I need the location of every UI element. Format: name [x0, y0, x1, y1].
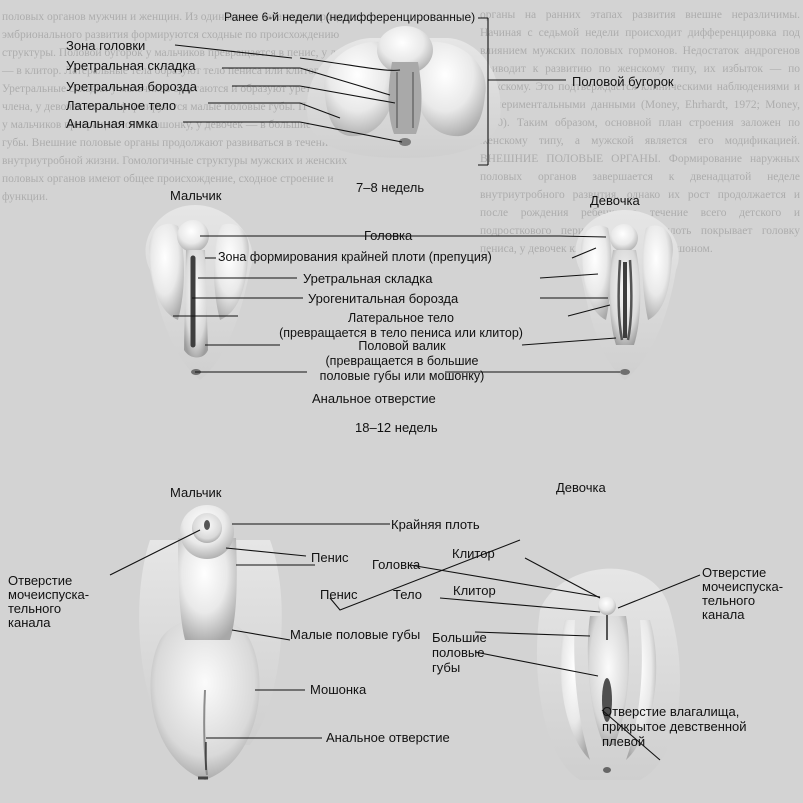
label-clitoris-1: Клитор [452, 546, 495, 561]
stage2-boy-illustration [146, 205, 253, 380]
label-vaginal-opening-line-1: Отверстие влагалища, [602, 704, 747, 719]
label-lateral-body-2-line-1: Латеральное тело [238, 311, 564, 326]
label-urethral-opening-male-line-2: мочеиспуска- [8, 588, 89, 602]
stage2-girl-illustration [576, 210, 679, 380]
label-anus-2: Анальное отверстие [312, 391, 436, 406]
stage3-title: 18–12 недель [355, 420, 438, 435]
label-urethral-opening-male-line-4: канала [8, 616, 89, 630]
label-urethral-fold-1: Уретральная складка [66, 58, 195, 73]
label-urethral-fold-2: Уретральная складка [303, 271, 432, 286]
label-body-3: Тело [393, 587, 422, 602]
label-genital-ridge: Половой валик (превращается в большие по… [280, 339, 524, 384]
label-urethral-opening-female-line-3: тельного [702, 594, 783, 608]
label-vaginal-opening-line-2: прикрытое девственной [602, 719, 747, 734]
label-girl: Девочка [590, 193, 640, 208]
label-glans-zone: Зона головки [66, 38, 145, 53]
label-labia-minora: Малые половые губы [290, 627, 420, 642]
label-vaginal-opening-line-3: плевой [602, 734, 747, 749]
label-genital-tubercle: Половой бугорок [572, 74, 674, 89]
label-urethral-opening-male: Отверстие мочеиспуска- тельного канала [8, 574, 89, 630]
label-urethral-opening-female-line-4: канала [702, 608, 783, 622]
label-labia-majora-line-3: губы [432, 660, 487, 675]
label-labia-majora-line-1: Большие [432, 630, 487, 645]
stage3-boy-illustration [139, 505, 282, 780]
label-glans-3: Головка [372, 557, 420, 572]
label-labia-majora-line-2: половые [432, 645, 487, 660]
label-genital-ridge-line-3: половые губы или мошонку) [280, 369, 524, 384]
label-urethral-opening-male-line-3: тельного [8, 602, 89, 616]
label-girl-3: Девочка [556, 480, 606, 495]
label-prepuce-zone: Зона формирования крайней плоти (препуци… [218, 250, 492, 265]
label-labia-majora: Большие половые губы [432, 630, 487, 675]
label-penis-1: Пенис [311, 550, 349, 565]
label-glans-2: Головка [364, 228, 412, 243]
label-anal-pit: Анальная ямка [66, 116, 158, 131]
label-vaginal-opening: Отверстие влагалища, прикрытое девственн… [602, 704, 747, 749]
label-genital-ridge-line-2: (превращается в большие [280, 354, 524, 369]
label-urethral-opening-female-line-2: мочеиспуска- [702, 580, 783, 594]
stage2-title: 7–8 недель [356, 180, 424, 195]
label-urethral-opening-female: Отверстие мочеиспуска- тельного канала [702, 566, 783, 622]
label-boy-3: Мальчик [170, 485, 221, 500]
label-penis-2: Пенис [320, 587, 358, 602]
label-urethral-opening-male-line-1: Отверстие [8, 574, 89, 588]
label-anus-3: Анальное отверстие [326, 730, 450, 745]
label-clitoris-2: Клитор [453, 583, 496, 598]
label-urethral-opening-female-line-1: Отверстие [702, 566, 783, 580]
label-lateral-body-1: Латеральное тело [66, 98, 176, 113]
label-foreskin: Крайняя плоть [391, 517, 480, 532]
label-urethral-groove-1: Уретральная борозда [66, 79, 197, 94]
stage1-title: Ранее 6-й недели (недифференцированные) [224, 10, 475, 25]
label-scrotum: Мошонка [310, 682, 366, 697]
label-lateral-body-2: Латеральное тело (превращается в тело пе… [238, 311, 564, 341]
label-boy: Мальчик [170, 188, 221, 203]
label-genital-ridge-line-1: Половой валик [280, 339, 524, 354]
label-urogenital-groove: Урогенитальная борозда [308, 291, 458, 306]
